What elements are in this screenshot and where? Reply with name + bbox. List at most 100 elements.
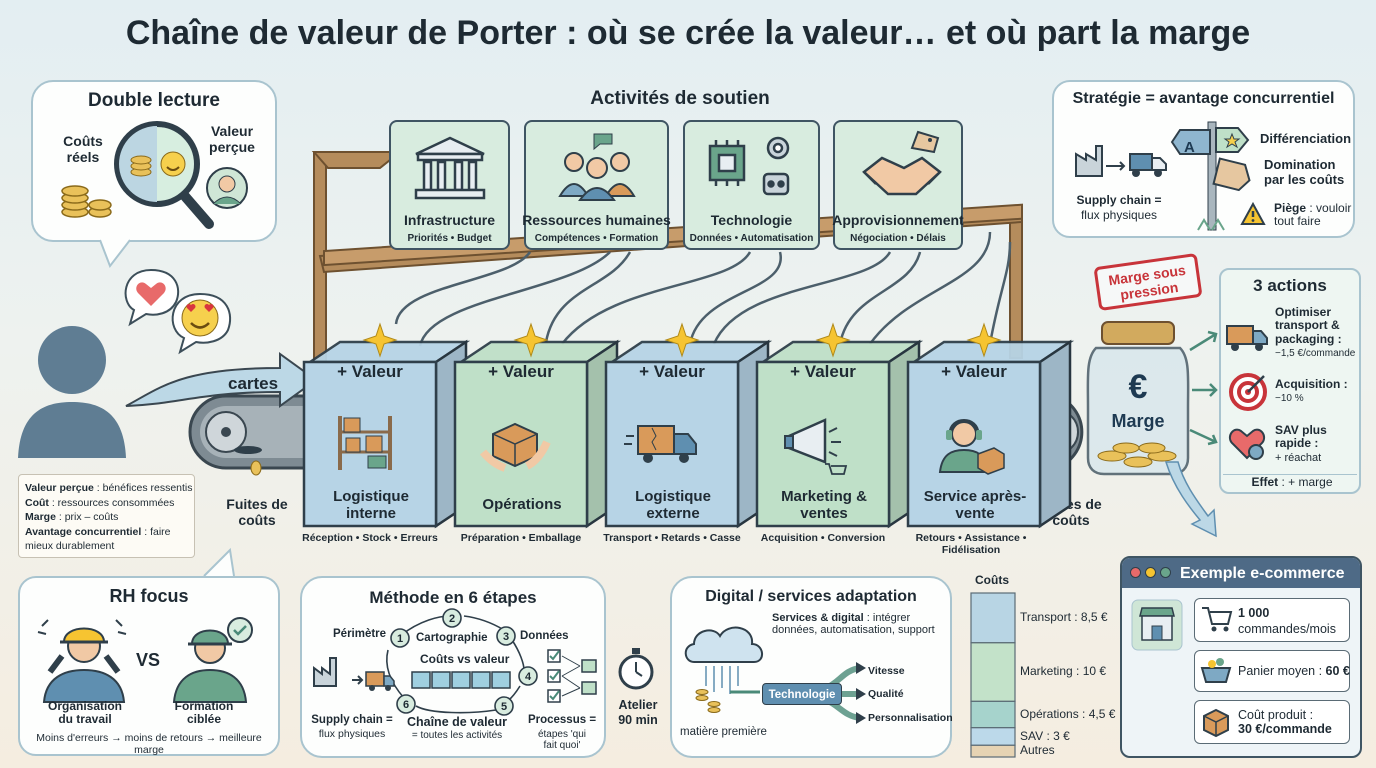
step-number: 3 bbox=[503, 631, 509, 643]
ecom-card-b: 1 000 bbox=[1238, 606, 1270, 620]
primary-plus: + Valeur bbox=[488, 362, 554, 381]
cost-label: Opérations : 4,5 € bbox=[1020, 706, 1116, 721]
jar-label: Marge bbox=[1111, 411, 1165, 431]
action-value: −10 % bbox=[1275, 393, 1304, 404]
signpost-icon bbox=[1170, 121, 1251, 231]
methode-title: Méthode en 6 étapes bbox=[369, 588, 537, 607]
actions-effet: Effet : + marge bbox=[1251, 475, 1333, 489]
action-label: SAV plus rapide : bbox=[1275, 423, 1327, 451]
methode-panel: Méthode en 6 étapes bbox=[300, 576, 606, 758]
strategie-panel: Stratégie = avantage concurrentiel Suppl… bbox=[1052, 80, 1355, 238]
primary-sub: Retours • Assistance • Fidélisation bbox=[915, 532, 1027, 556]
margin-jar-icon bbox=[1086, 321, 1190, 476]
action-value: + réachat bbox=[1275, 452, 1322, 464]
megaphone-icon bbox=[784, 418, 848, 475]
strategie-supply: Supply chain = bbox=[1076, 193, 1162, 207]
digital-output: Vitesse bbox=[868, 665, 905, 677]
strategie-piege: Piège : vouloir tout faire bbox=[1274, 201, 1352, 229]
methode-center: Coûts vs valeur bbox=[420, 652, 510, 666]
sparkle-icon bbox=[664, 322, 700, 358]
methode-supply: Supply chain = bbox=[311, 714, 393, 726]
handshake-icon bbox=[862, 130, 942, 196]
window-dot-yellow bbox=[1145, 567, 1156, 578]
primary-plus: + Valeur bbox=[639, 362, 705, 381]
atelier-label: Atelier bbox=[618, 698, 658, 712]
sign-letter: A bbox=[1184, 139, 1195, 156]
cost-segment bbox=[970, 744, 1016, 758]
rh-footer: Moins d'erreurs → moins de retours → mei… bbox=[36, 732, 262, 756]
marge-stamp: Marge sous pression bbox=[1093, 252, 1203, 312]
rh-left: Organisation du travail bbox=[47, 699, 122, 727]
cost-segment bbox=[970, 727, 1016, 746]
rh-right: Formation ciblée bbox=[174, 699, 234, 727]
glossary-item: Avantage concurrentiel : faire mieux dur… bbox=[25, 525, 171, 553]
cost-label: Transport : 8,5 € bbox=[1020, 609, 1108, 624]
rh-panel: RH focus bbox=[18, 576, 280, 756]
methode-chaine-sub: = toutes les activités bbox=[411, 730, 503, 741]
sparkle-icon bbox=[513, 322, 549, 358]
glossary-box: Valeur perçue : bénéfices ressentis Coût… bbox=[18, 474, 195, 558]
cost-label: SAV : 3 € bbox=[1020, 728, 1070, 743]
cart-icon bbox=[1202, 607, 1233, 632]
basket-icon bbox=[1200, 658, 1232, 683]
rh-title: RH focus bbox=[109, 586, 189, 606]
digital-output: Qualité bbox=[868, 688, 904, 700]
soutien-sub: Compétences • Formation bbox=[534, 233, 659, 244]
couts-reels-label: Coûts réels bbox=[63, 133, 103, 165]
cartes-arrow bbox=[125, 352, 318, 408]
window-dot-green bbox=[1160, 567, 1171, 578]
step-label: Données bbox=[520, 630, 569, 642]
step-circle: 6 bbox=[396, 694, 416, 714]
building-icon bbox=[414, 136, 486, 200]
sparkle-icon bbox=[362, 322, 398, 358]
actions-arrows bbox=[1189, 330, 1218, 446]
down-arrow bbox=[1164, 461, 1217, 538]
cost-segment bbox=[970, 592, 1016, 644]
boxes-hands-icon bbox=[479, 422, 551, 472]
double-lecture-title: Double lecture bbox=[88, 90, 220, 111]
step-circle: 2 bbox=[442, 608, 462, 628]
primary-sub: Transport • Retards • Casse bbox=[603, 532, 741, 544]
ecommerce-title: Exemple e-commerce bbox=[1180, 565, 1345, 582]
digital-title: Digital / services adaptation bbox=[705, 588, 917, 605]
soutien-card-technologie[interactable] bbox=[683, 120, 820, 250]
stopwatch-icon bbox=[618, 648, 654, 690]
target-icon bbox=[1229, 373, 1267, 411]
rh-vs: VS bbox=[136, 650, 161, 670]
soutien-sub: Priorités • Budget bbox=[407, 233, 492, 244]
shop-icon bbox=[1131, 599, 1183, 651]
cost-segment bbox=[970, 700, 1016, 729]
step-number: 1 bbox=[397, 633, 403, 645]
primary-name: Logistique interne bbox=[333, 488, 409, 522]
speech-tail bbox=[203, 547, 235, 577]
magnifier-icon bbox=[114, 121, 214, 229]
person-avatar-icon bbox=[206, 167, 248, 209]
atelier-time: 90 min bbox=[618, 713, 658, 727]
coin-leak-icon bbox=[234, 446, 262, 476]
stressed-worker-icon bbox=[37, 619, 127, 703]
window-dot-red bbox=[1130, 567, 1141, 578]
step-number: 5 bbox=[501, 701, 507, 713]
valeur-percue-label: Valeur perçue bbox=[209, 123, 255, 155]
digital-lead: Services & digital : intégrer données, a… bbox=[772, 612, 935, 637]
value-chain-blocks bbox=[411, 671, 511, 689]
step-number: 2 bbox=[449, 613, 455, 625]
step-label: Périmètre bbox=[333, 628, 387, 640]
small-truck-icon bbox=[352, 671, 395, 691]
primary-name: Service après-vente bbox=[923, 488, 1027, 522]
fuites-left: Fuites de coûts bbox=[226, 496, 288, 528]
shelves-icon bbox=[338, 416, 392, 470]
cloud-data-icon bbox=[684, 626, 763, 713]
step-number: 6 bbox=[403, 699, 409, 711]
primary-plus: + Valeur bbox=[790, 362, 856, 381]
ecom-card-panier: Panier moyen : 60 € bbox=[1238, 664, 1350, 678]
speech-tail bbox=[99, 239, 131, 269]
couts-stacked-bar bbox=[970, 592, 1016, 758]
ecom-card-t: commandes/mois bbox=[1238, 622, 1336, 636]
factory-icon bbox=[313, 657, 337, 687]
primary-sub: Réception • Stock • Erreurs bbox=[302, 532, 438, 544]
ecom-card-b: 30 €/commande bbox=[1238, 722, 1332, 736]
action-label: Acquisition : bbox=[1275, 377, 1348, 391]
action-label: Optimiser transport & packaging : bbox=[1275, 305, 1342, 346]
